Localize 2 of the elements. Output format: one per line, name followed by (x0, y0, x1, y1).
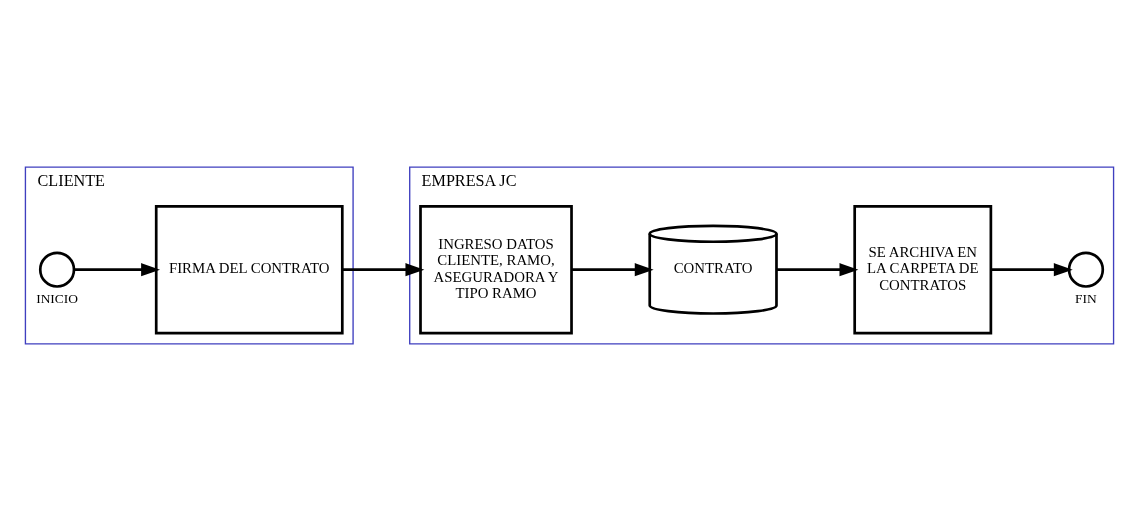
node-label: INICIO (36, 290, 79, 306)
node-label: FIN (1075, 290, 1097, 306)
